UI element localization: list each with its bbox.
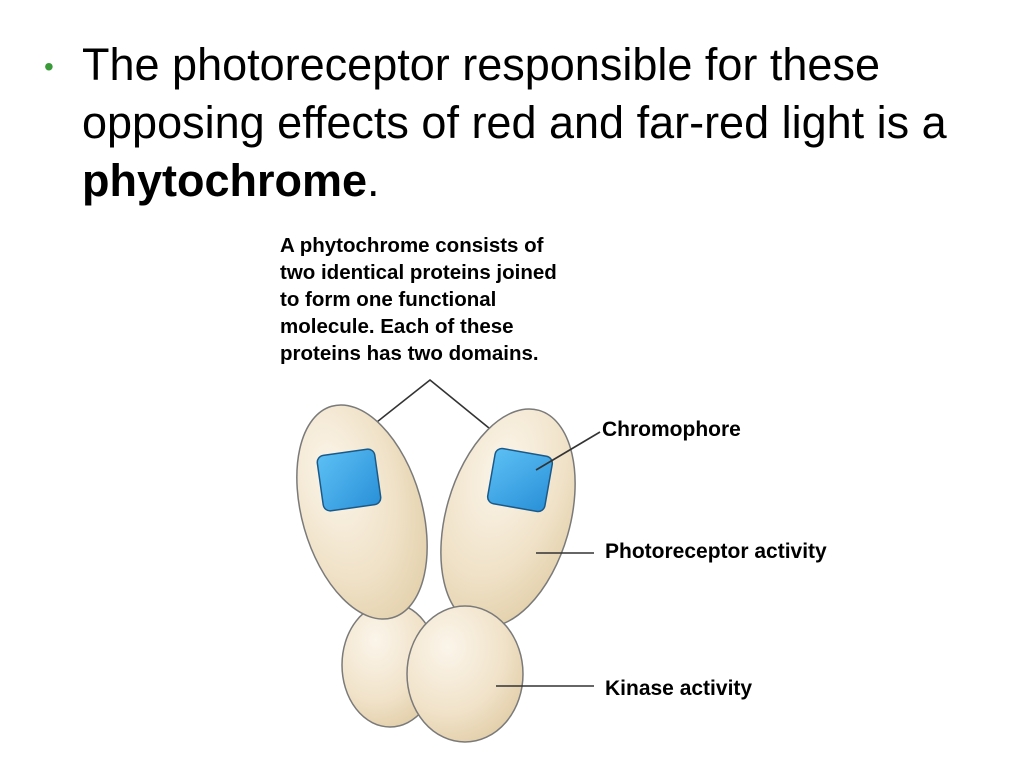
chromophore-left <box>316 448 382 512</box>
kinase-domain-right <box>406 605 524 743</box>
diagram-caption: A phytochrome consists of two identical … <box>280 234 557 365</box>
bracket-line <box>357 378 501 438</box>
bullet-text: The photoreceptor responsible for these … <box>82 36 972 210</box>
chromophore-leader-line <box>535 431 601 471</box>
bullet-text-end: . <box>367 155 380 206</box>
bullet-text-bold: phytochrome <box>82 155 368 206</box>
bullet-text-start: The photoreceptor responsible for these … <box>82 39 947 148</box>
bullet-marker: • <box>44 51 54 82</box>
chromophore-right <box>486 447 554 513</box>
chromophore-label: Chromophore <box>602 418 741 441</box>
kinase-activity-label: Kinase activity <box>605 677 753 700</box>
photoreceptor-domain-left <box>296 404 428 620</box>
photoreceptor-domain-right <box>440 408 576 628</box>
photoreceptor-activity-label: Photoreceptor activity <box>605 540 827 563</box>
